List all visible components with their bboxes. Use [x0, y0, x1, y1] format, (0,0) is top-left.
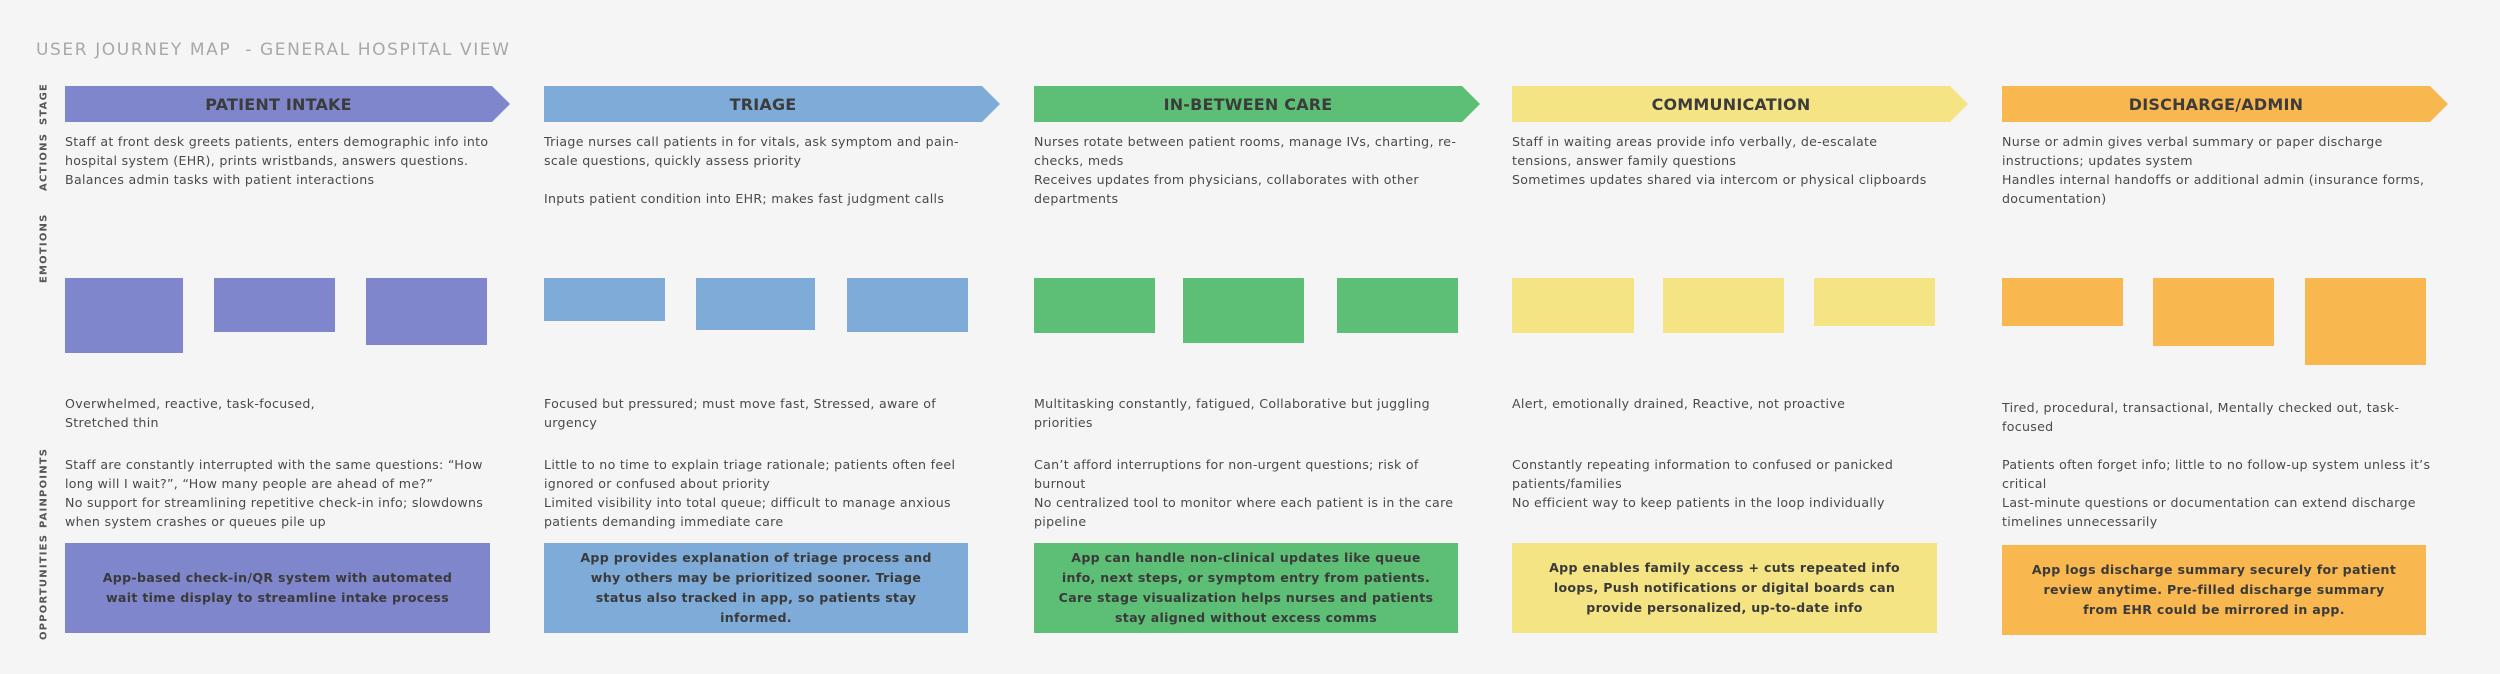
- page-title: USER JOURNEY MAP - GENERAL HOSPITAL VIEW: [36, 40, 511, 60]
- stage-label: TRIAGE: [729, 94, 797, 114]
- painpoints-text: Little to no time to explain triage rati…: [544, 455, 984, 531]
- stage-label: PATIENT INTAKE: [205, 94, 352, 114]
- emotion-block: [2002, 278, 2123, 326]
- action-line: [544, 170, 974, 189]
- emotion-block: [366, 278, 487, 345]
- emotion-block: [696, 278, 815, 330]
- painpoint-line: Constantly repeating information to conf…: [1512, 457, 1894, 491]
- emotion-block: [2305, 278, 2426, 365]
- action-line: Staff in waiting areas provide info verb…: [1512, 134, 1878, 168]
- stage-banner: DISCHARGE/ADMIN: [2002, 86, 2448, 122]
- emotions-text: Tired, procedural, transactional, Mental…: [2002, 400, 2400, 434]
- painpoint-line: Last-minute questions or documentation c…: [2002, 495, 2416, 529]
- emotions-text: Overwhelmed, reactive, task-focused, Str…: [65, 396, 315, 430]
- emotion-block: [544, 278, 665, 321]
- actions-text: Triage nurses call patients in for vital…: [544, 132, 974, 208]
- painpoint-line: Patients often forget info; little to no…: [2002, 457, 2431, 491]
- action-line: Sometimes updates shared via intercom or…: [1512, 172, 1927, 187]
- emotions-text: Alert, emotionally drained, Reactive, no…: [1512, 396, 1846, 411]
- row-label-emotions: EMOTIONS: [38, 213, 50, 283]
- actions-text: Staff at front desk greets patients, ent…: [65, 132, 490, 189]
- column-triage: TRIAGE Triage nurses call patients in fo…: [544, 0, 1000, 674]
- emotion-block: [1814, 278, 1935, 326]
- actions-text: Staff in waiting areas provide info verb…: [1512, 132, 1932, 189]
- emotion-block: [1337, 278, 1458, 333]
- stage-banner: PATIENT INTAKE: [65, 86, 510, 122]
- painpoint-line: No centralized tool to monitor where eac…: [1034, 495, 1454, 529]
- painpoint-line: No efficient way to keep patients in the…: [1512, 495, 1885, 510]
- emotion-block: [65, 278, 183, 353]
- action-line: Triage nurses call patients in for vital…: [544, 134, 959, 168]
- row-label-painpoints: PAINPOINTS: [38, 447, 50, 529]
- column-patient-intake: PATIENT INTAKE Staff at front desk greet…: [65, 0, 510, 674]
- opportunity-box: App-based check-in/QR system with automa…: [65, 543, 490, 633]
- opportunity-box: App can handle non-clinical updates like…: [1034, 543, 1458, 633]
- emotions-text: Focused but pressured; must move fast, S…: [544, 396, 936, 430]
- emotions-text: Multitasking constantly, fatigued, Colla…: [1034, 396, 1430, 430]
- action-line: Handles internal handoffs or additional …: [2002, 172, 2425, 206]
- stage-label: IN-BETWEEN CARE: [1163, 94, 1333, 114]
- actions-text: Nurses rotate between patient rooms, man…: [1034, 132, 1464, 208]
- emotion-block: [1183, 278, 1304, 343]
- row-label-opportunities: OPPORTUNITIES: [38, 533, 50, 641]
- opportunity-box: App enables family access + cuts repeate…: [1512, 543, 1937, 633]
- painpoint-line: Limited visibility into total queue; dif…: [544, 495, 951, 529]
- row-label-stage: STAGE: [38, 82, 50, 126]
- opportunity-box: App logs discharge summary securely for …: [2002, 545, 2426, 635]
- emotion-block: [2153, 278, 2274, 346]
- emotion-block: [214, 278, 335, 332]
- painpoints-text: Can’t afford interruptions for non-urgen…: [1034, 455, 1464, 531]
- stage-banner: COMMUNICATION: [1512, 86, 1968, 122]
- painpoints-text: Constantly repeating information to conf…: [1512, 455, 1942, 512]
- stage-banner: IN-BETWEEN CARE: [1034, 86, 1480, 122]
- column-in-between-care: IN-BETWEEN CARE Nurses rotate between pa…: [1034, 0, 1480, 674]
- row-label-actions: ACTIONS: [38, 132, 50, 192]
- painpoint-line: Staff are constantly interrupted with th…: [65, 457, 483, 491]
- painpoint-line: Little to no time to explain triage rati…: [544, 457, 956, 491]
- action-line: Balances admin tasks with patient intera…: [65, 172, 375, 187]
- column-communication: COMMUNICATION Staff in waiting areas pro…: [1512, 0, 1968, 674]
- emotion-block: [1663, 278, 1784, 333]
- actions-text: Nurse or admin gives verbal summary or p…: [2002, 132, 2432, 208]
- stage-label: DISCHARGE/ADMIN: [2128, 94, 2304, 114]
- painpoint-line: Can’t afford interruptions for non-urgen…: [1034, 457, 1419, 491]
- stage-label: COMMUNICATION: [1651, 94, 1811, 114]
- emotion-block: [1512, 278, 1634, 333]
- painpoint-line: No support for streamlining repetitive c…: [65, 495, 484, 529]
- action-line: Inputs patient condition into EHR; makes…: [544, 191, 945, 206]
- action-line: Receives updates from physicians, collab…: [1034, 172, 1419, 206]
- painpoints-text: Patients often forget info; little to no…: [2002, 455, 2432, 531]
- column-discharge-admin: DISCHARGE/ADMIN Nurse or admin gives ver…: [2002, 0, 2448, 674]
- opportunity-box: App provides explanation of triage proce…: [544, 543, 968, 633]
- stage-banner: TRIAGE: [544, 86, 1000, 122]
- painpoints-text: Staff are constantly interrupted with th…: [65, 455, 495, 531]
- emotion-block: [847, 278, 968, 332]
- action-line: Staff at front desk greets patients, ent…: [65, 134, 489, 168]
- action-line: Nurses rotate between patient rooms, man…: [1034, 134, 1457, 168]
- emotion-block: [1034, 278, 1155, 333]
- action-line: Nurse or admin gives verbal summary or p…: [2002, 134, 2383, 168]
